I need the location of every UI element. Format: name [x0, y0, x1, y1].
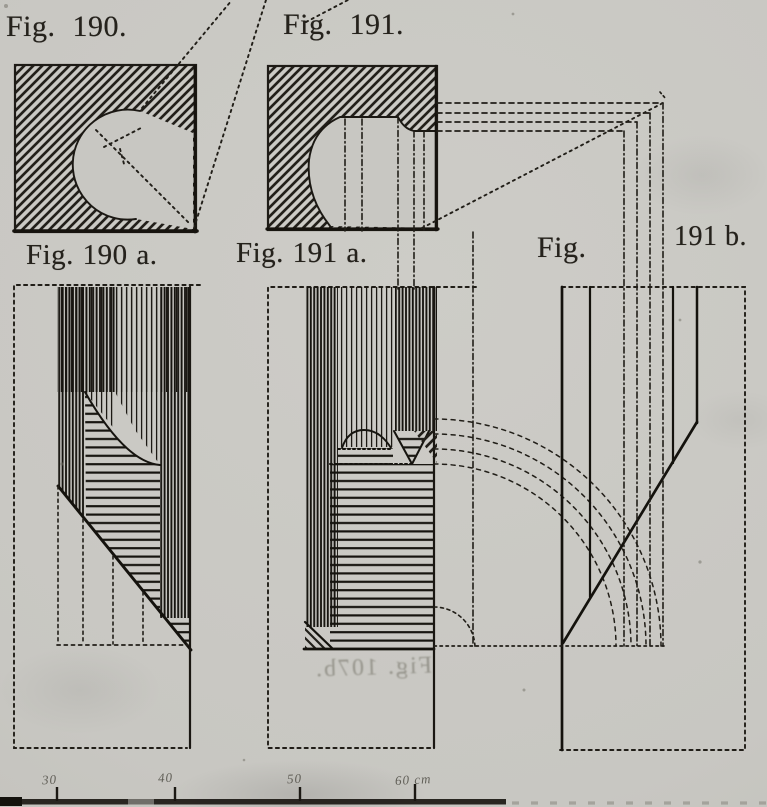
fig-191-arch-arc: [307, 116, 437, 227]
fig-190-drawing: [12, 0, 349, 234]
fig-191a-horiz-region: [330, 464, 433, 648]
scale-ticks: [55, 784, 417, 801]
scale-label-30: 30: [41, 771, 58, 788]
fig-191b-label-prefix: Fig.: [537, 231, 587, 264]
scale-baseline: [0, 799, 506, 805]
fig-190-dotted-lines: [95, 0, 349, 229]
projection-lines-top: [421, 91, 667, 229]
fig-190-label: Fig. 190.: [6, 10, 128, 43]
fig-191-arch-cutout: [308, 117, 437, 228]
fig-190a-horiz-region: [85, 392, 190, 649]
fig-191a-small-arc: [433, 606, 476, 649]
fig-190a-drawing: [13, 284, 201, 750]
scale-baseline-blob: [0, 797, 22, 806]
fig-191b-projection-verticals: [623, 102, 664, 647]
fig-191a-v-left: [393, 430, 413, 465]
scale-bar: [0, 784, 767, 806]
fig-190a-label: Fig. 190 a.: [26, 239, 158, 271]
fig-190a-inner-dashed-verticals: [57, 485, 144, 645]
scale-label-40: 40: [157, 769, 174, 786]
fig-191-projection-verticals: [344, 116, 425, 290]
fig-190a-dashed-outline: [13, 284, 201, 749]
fig-191a-right-column: [395, 287, 437, 431]
fig-191-drawing: [265, 64, 440, 290]
fig-191a-v-notch-fill: [396, 433, 427, 462]
paper-speckles: [4, 4, 702, 762]
fig-190a-left-column: [57, 287, 85, 519]
fig-191-label: Fig. 191.: [283, 8, 405, 41]
fig-191b-drawing: [433, 102, 746, 752]
fig-190a-mid-column: [115, 287, 160, 465]
fig-191a-corner-hatch: [414, 431, 437, 463]
ghost-show-through-text: Fig. 107b.: [313, 652, 433, 683]
scale-label-50: 50: [286, 770, 303, 787]
fig-190a-curve: [84, 391, 161, 466]
fig-191a-mid-column: [338, 287, 395, 447]
fig-190a-right-column: [160, 287, 190, 618]
fig-191b-solid-lines: [560, 285, 699, 752]
fig-191a-horiz-under-dome: [338, 448, 393, 464]
fig-191b-dashed-outline: [559, 286, 746, 751]
fig-190-arch-arc: [71, 108, 141, 221]
scale-baseline-gap: [128, 799, 154, 805]
fig-191a-dome-arc: [341, 429, 392, 449]
fig-190a-slope-line: [56, 484, 193, 652]
scale-label-60cm: 60 cm: [394, 771, 432, 788]
fig-191a-fan-arcs: [433, 418, 662, 647]
fig-191a-label: Fig. 191 a.: [236, 237, 368, 269]
fig-191b-label-suffix: 191 b.: [674, 221, 747, 252]
fig-191a-drawing: [267, 231, 662, 750]
fig-190-arch-cutout: [72, 109, 193, 229]
fig-190a-mid-wedge: [85, 392, 115, 430]
fig-191a-chamfer-line: [303, 620, 334, 650]
